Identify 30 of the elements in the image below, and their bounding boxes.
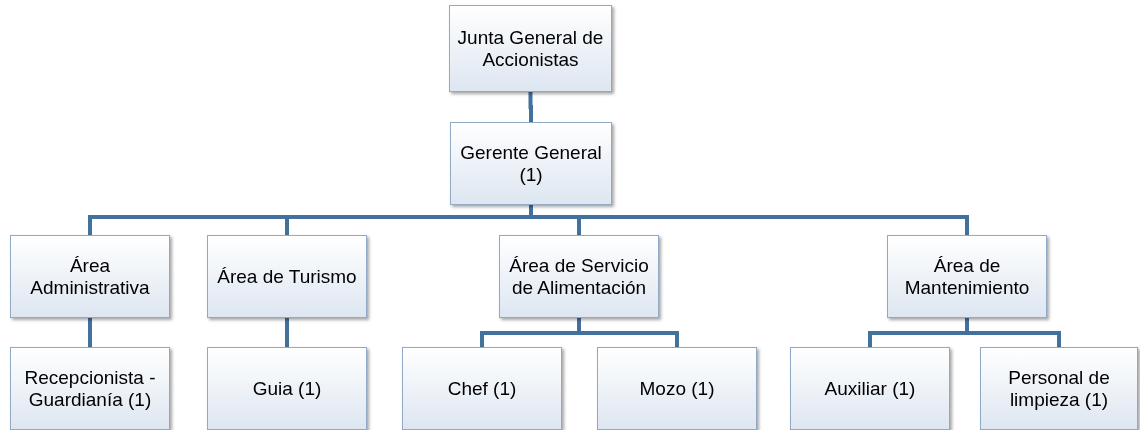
box-label: Auxiliar (1) (823, 377, 917, 400)
connector-line (577, 318, 679, 347)
box-label: Recepcionista - Guardianía (1) (23, 366, 157, 411)
box-label: Chef (1) (446, 377, 518, 400)
box-label: Personal de limpieza (1) (1007, 366, 1111, 411)
org-box (597, 347, 757, 430)
box-label: Área de Mantenimiento (903, 254, 1031, 299)
connector-line (965, 318, 1061, 347)
box-label: Mozo (1) (638, 377, 716, 400)
org-box (207, 347, 367, 430)
org-box (10, 235, 170, 318)
box-label: Gerente General (1) (459, 141, 603, 186)
org-box (402, 347, 562, 430)
org-box (980, 347, 1138, 430)
box-label: Área de Turismo (216, 265, 358, 288)
org-box (499, 235, 659, 318)
box-label: Área de Servicio de Alimentación (508, 254, 650, 299)
connector-line (88, 318, 92, 347)
connector-line (528, 92, 533, 122)
box-label: Guia (1) (251, 377, 323, 400)
org-box (449, 5, 612, 92)
org-box (790, 347, 950, 430)
connector-line (529, 205, 969, 235)
box-label: Área Administrativa (29, 254, 151, 299)
org-box (10, 347, 170, 430)
org-box (207, 235, 367, 318)
connector-line (285, 318, 289, 347)
org-box (450, 122, 612, 205)
box-label: Junta General de Accionistas (456, 26, 605, 71)
org-box (887, 235, 1047, 318)
